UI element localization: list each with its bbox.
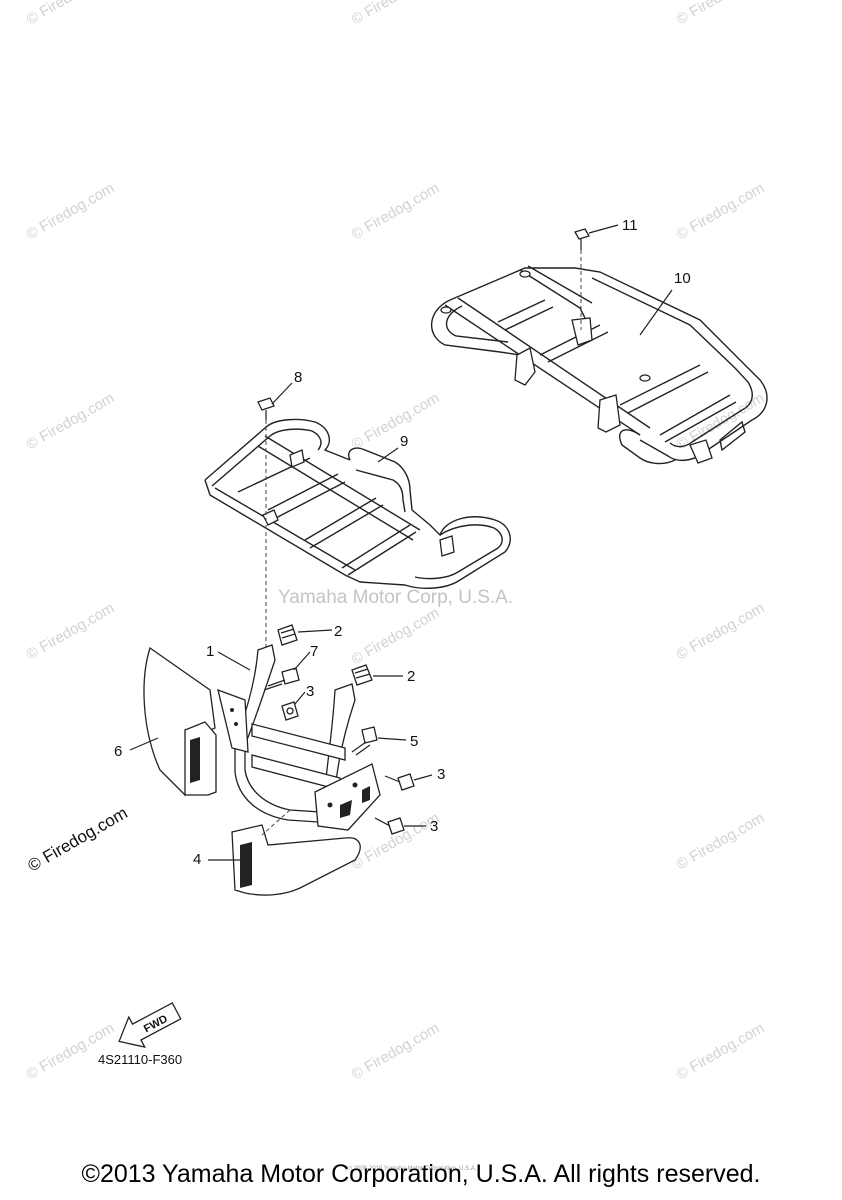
watermark: © Firedog.com xyxy=(24,389,118,453)
watermark: © Firedog.com xyxy=(349,179,443,243)
callout-3c: 3 xyxy=(430,818,438,835)
callout-7: 7 xyxy=(310,643,318,660)
watermark: © Firedog.com xyxy=(674,599,768,663)
watermark: © Firedog.com xyxy=(674,809,768,873)
watermark: © Firedog.com xyxy=(24,179,118,243)
bumper-guard-4 xyxy=(231,824,361,896)
bolt-9 xyxy=(257,397,275,655)
front-carrier-rack xyxy=(204,418,511,589)
bolt-5 xyxy=(351,726,378,756)
grommet-2b xyxy=(351,664,373,686)
bolt-3c xyxy=(374,817,405,835)
rear-carrier-rack xyxy=(430,265,768,465)
bolt-7 xyxy=(263,667,300,691)
watermark: © Firedog.com xyxy=(24,0,118,28)
watermark: © Firedog.com xyxy=(349,1019,443,1083)
watermark-grid: © Firedog.com © Firedog.com © Firedog.co… xyxy=(24,0,768,1083)
front-guard xyxy=(217,644,381,831)
watermark: © Firedog.com xyxy=(349,604,443,668)
center-watermark: Yamaha Motor Corp, U.S.A. xyxy=(278,587,513,608)
diagram-code: 4S21110-F360 xyxy=(98,1052,182,1067)
watermark: © Firedog.com xyxy=(674,1019,768,1083)
grommet-2a xyxy=(277,624,298,646)
callout-5: 5 xyxy=(410,733,418,750)
bolt-3b xyxy=(384,773,415,791)
callout-6: 6 xyxy=(114,743,122,760)
callout-10: 10 xyxy=(674,270,691,287)
callout-1: 1 xyxy=(206,643,214,660)
callout-9: 8 xyxy=(294,369,302,386)
callout-labels: 11 10 8 9 2 1 7 2 3 5 6 3 3 4 xyxy=(114,217,691,868)
callout-3a: 3 xyxy=(306,683,314,700)
watermark: © Firedog.com xyxy=(674,179,768,243)
fwd-arrow-icon: FWD xyxy=(118,1002,182,1048)
tiny-copyright: (c) 2005-2015 Yamaha Motor Corporation, … xyxy=(345,1166,477,1172)
watermark: © Firedog.com xyxy=(24,599,118,663)
bolt-11 xyxy=(574,228,590,330)
watermark: © Firedog.com xyxy=(674,0,768,28)
firedog-watermark-dark: © Firedog.com xyxy=(25,803,131,875)
callout-8: 9 xyxy=(400,433,408,450)
callout-3b: 3 xyxy=(437,766,445,783)
bolt-3a xyxy=(281,701,299,721)
watermark: © Firedog.com xyxy=(349,389,443,453)
callout-2a: 2 xyxy=(334,623,342,640)
callout-4: 4 xyxy=(193,851,201,868)
watermark: © Firedog.com xyxy=(349,0,443,28)
leader-lines xyxy=(129,224,673,861)
bumper-guard-6 xyxy=(143,646,217,797)
callout-11: 11 xyxy=(622,217,638,234)
callout-2b: 2 xyxy=(407,668,415,685)
copyright-notice: ©2013 Yamaha Motor Corporation, U.S.A. A… xyxy=(81,1160,761,1188)
